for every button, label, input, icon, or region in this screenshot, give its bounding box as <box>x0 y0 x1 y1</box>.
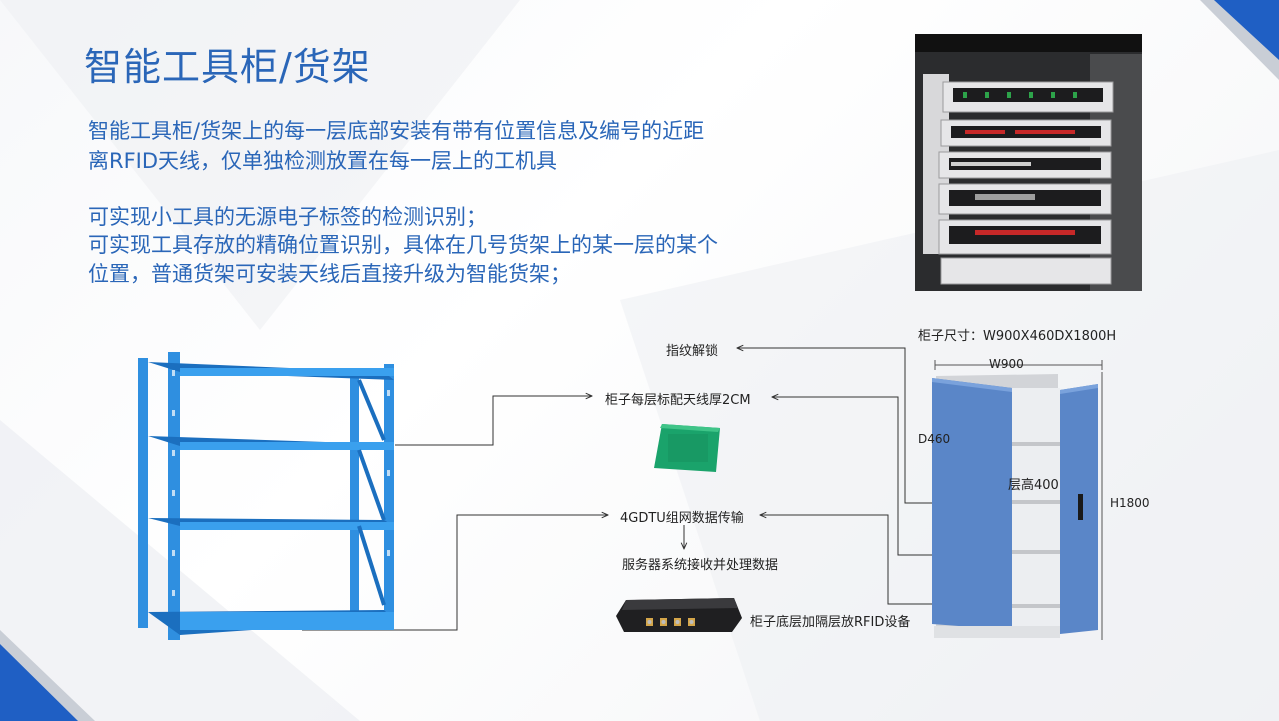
height-dimension-label: H1800 <box>1110 496 1150 510</box>
feature-line: 可实现小工具的无源电子标签的检测识别； <box>88 205 487 229</box>
tool-cabinet-image <box>932 374 1098 638</box>
antenna-spec-label: 柜子每层标配天线厚2CM <box>605 393 751 408</box>
layer-height-label: 层高400 <box>1008 478 1059 493</box>
cabinet-size-label: 柜子尺寸：W900X460DX1800H <box>918 329 1117 344</box>
description-line: 离RFID天线，仅单独检测放置在每一层上的工机具 <box>88 149 558 173</box>
fingerprint-unlock-label: 指纹解锁 <box>666 344 719 359</box>
depth-dimension-label: D460 <box>918 432 951 446</box>
tool-drawer-photo <box>915 34 1142 291</box>
description-line: 智能工具柜/货架上的每一层底部安装有带有位置信息及编号的近距 <box>88 119 705 143</box>
feature-line: 可实现工具存放的精确位置识别，具体在几号货架上的某一层的某个 <box>88 233 718 257</box>
rfid-device-label: 柜子底层加隔层放RFID设备 <box>750 615 911 630</box>
antenna-board-image <box>654 424 720 472</box>
feature-line: 位置，普通货架可安装天线后直接升级为智能货架； <box>88 262 571 286</box>
storage-shelf-image <box>138 352 394 640</box>
width-dimension-label: W900 <box>989 357 1024 371</box>
server-label: 服务器系统接收并处理数据 <box>622 558 779 573</box>
rfid-reader-image <box>616 598 742 632</box>
page-title: 智能工具柜/货架 <box>84 45 371 89</box>
data-transmission-label: 4GDTU组网数据传输 <box>620 511 744 526</box>
